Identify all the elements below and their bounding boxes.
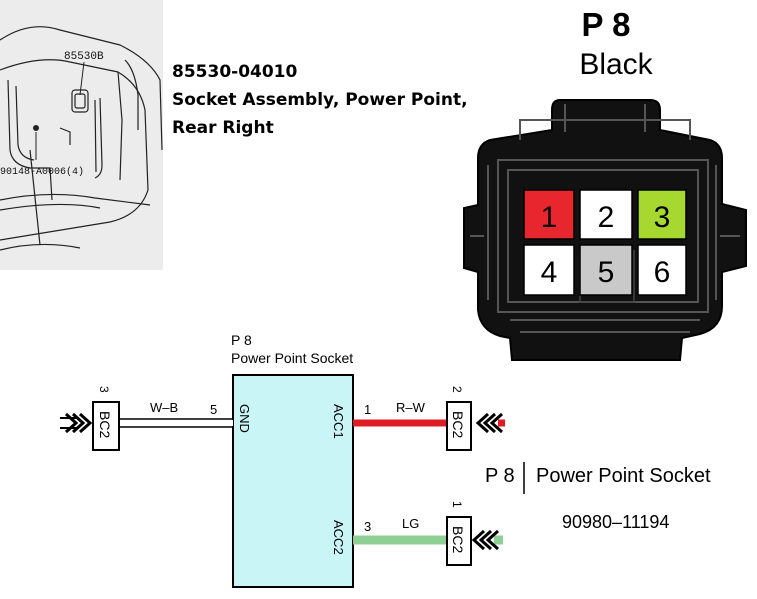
connector-id: P 8 — [582, 6, 631, 43]
pin-label-5: 5 — [598, 256, 615, 289]
junction-bc2-right-bottom: BC2 1 — [446, 501, 500, 566]
power-point-socket-box — [232, 374, 354, 588]
legend-connector-name: Power Point Socket — [536, 465, 711, 487]
connector-legend: P 8 Power Point Socket 90980–11194 — [485, 462, 711, 532]
terminal-acc2-label: ACC2 — [331, 520, 346, 555]
wire-lg-label: LG — [402, 516, 419, 531]
pin-label-6: 6 — [654, 256, 671, 289]
pin-4: 4 — [523, 244, 575, 296]
junction-left-label: BC2 — [97, 411, 113, 438]
wire-lg: LG 3 — [353, 516, 503, 545]
pin-3: 3 — [637, 189, 687, 240]
wire-rw: R–W 1 — [353, 400, 505, 427]
wire-wb-label: W–B — [150, 400, 178, 415]
acc1-pin-number: 1 — [364, 402, 371, 417]
component-id: P 8 — [231, 332, 252, 348]
part-number: 85530-04010 — [172, 62, 298, 82]
parts-illustration: 85530B 90148-A0006(4) — [0, 0, 163, 270]
component-name: Power Point Socket — [231, 350, 353, 366]
pin-label-1: 1 — [541, 201, 558, 234]
pin-2: 2 — [579, 189, 633, 240]
legend-connector-id: P 8 — [485, 465, 515, 487]
junction-right-bottom-label: BC2 — [450, 526, 466, 553]
acc2-pin-number: 3 — [364, 519, 371, 534]
pin-1: 1 — [523, 189, 575, 240]
callout-bolt-label: 90148-A0006(4) — [0, 166, 84, 178]
callout-part-label: 85530B — [64, 51, 104, 63]
connector-face: P 8 Black 1 2 3 — [463, 6, 747, 361]
wire-rw-label: R–W — [396, 400, 426, 415]
pin-label-4: 4 — [541, 256, 558, 289]
pin-label-3: 3 — [654, 201, 671, 234]
pin-label-2: 2 — [598, 201, 615, 234]
junction-bc2-left: BC2 3 — [60, 386, 120, 451]
pin-6: 6 — [637, 244, 687, 296]
gnd-pin-number: 5 — [210, 402, 217, 417]
junction-left-pin: 3 — [97, 386, 111, 393]
connector-color: Black — [579, 48, 653, 81]
terminal-gnd-label: GND — [237, 404, 252, 433]
wire-wb: W–B 5 — [120, 400, 233, 428]
junction-right-bottom-pin: 1 — [450, 501, 464, 508]
part-description-line1: Socket Assembly, Power Point, — [172, 90, 468, 110]
legend-part-number: 90980–11194 — [562, 512, 669, 532]
terminal-acc1-label: ACC1 — [331, 404, 346, 439]
pin-5: 5 — [579, 244, 633, 296]
schematic: P 8 Power Point Socket W–B 5 R–W 1 LG 3 … — [60, 332, 505, 588]
junction-bc2-right-top: BC2 2 — [446, 386, 504, 451]
part-info: 85530-04010 Socket Assembly, Power Point… — [172, 58, 468, 142]
junction-right-top-pin: 2 — [450, 386, 464, 393]
junction-right-top-label: BC2 — [450, 411, 466, 438]
part-description-line2: Rear Right — [172, 118, 274, 138]
